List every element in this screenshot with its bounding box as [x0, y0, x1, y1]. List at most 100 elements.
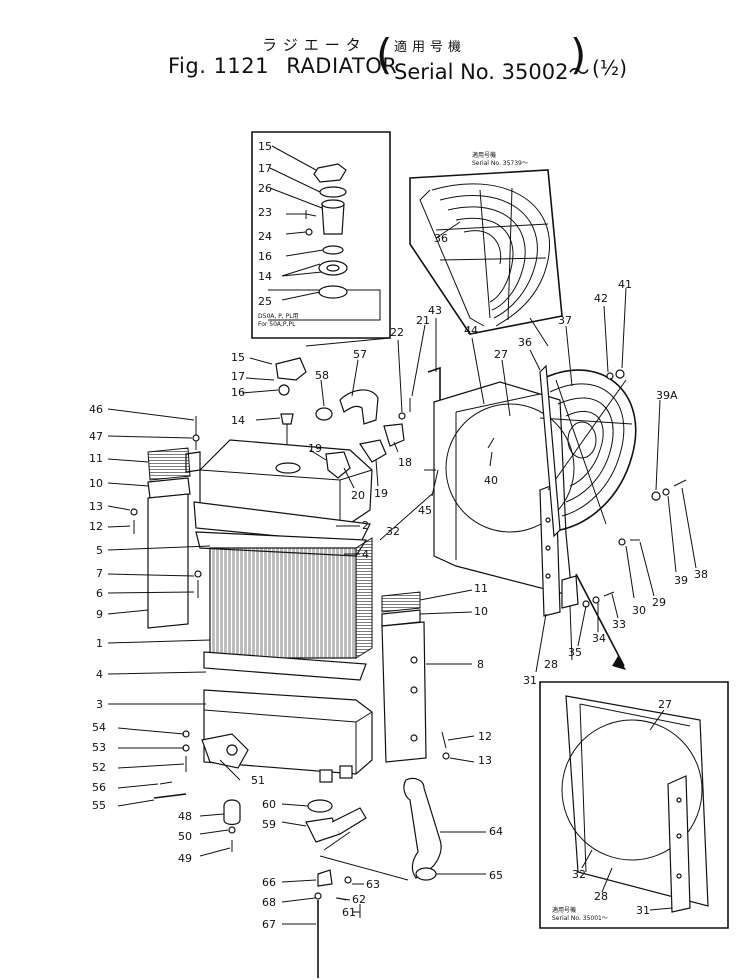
callout-6: 6: [96, 587, 103, 600]
fan-guard-outer-ring: [539, 369, 637, 531]
lower-tank-edges: [203, 709, 373, 774]
callout-26-inset: 26: [258, 182, 272, 195]
shroud-leaders: [379, 318, 511, 541]
callout-27: 27: [494, 348, 508, 361]
radiator-core: [203, 537, 373, 681]
shroud-inset-leaders: [581, 709, 673, 911]
shroud-inset-hole-2: [676, 833, 682, 839]
cap-inset-pointer: [305, 337, 391, 347]
callout-44: 44: [464, 324, 478, 337]
bracket-19-left: [325, 451, 351, 479]
fan-guard-ring-2: [549, 383, 625, 517]
mount-hardware-leaders: [117, 727, 241, 857]
callout-16-inset: 16: [258, 250, 272, 263]
bolt-38: [673, 479, 687, 487]
bolt-40: [487, 437, 495, 449]
washer-42: [606, 372, 614, 380]
callout-60: 60: [262, 798, 276, 811]
cap-leaders: [241, 357, 281, 421]
mount-hardware: 54 53 52 56 55 51 48 50 49: [92, 721, 265, 865]
outlet-flange: [383, 423, 405, 447]
cap-inset-note-line2: For 50A,P,PL: [258, 321, 296, 328]
nut-41: [615, 369, 625, 379]
shroud-inset-opening: [561, 719, 703, 861]
shroud-bracket-hole-1: [545, 517, 551, 523]
upper-hose: [339, 389, 379, 425]
callout-31-inset: 31: [636, 904, 650, 917]
callout-53: 53: [92, 741, 106, 754]
washer-13: [130, 508, 138, 516]
shroud-inset-hole-3: [676, 873, 682, 879]
bolt-55: [153, 793, 187, 799]
upper-hose-leaders: [309, 324, 426, 489]
serial-range: Serial No. 35002～: [394, 60, 590, 84]
figure-name: RADIATOR: [286, 54, 398, 78]
callout-23-inset: 23: [258, 206, 272, 219]
cap-inset-leaders: [269, 145, 324, 301]
callout-13: 13: [89, 500, 103, 513]
callout-4-lower: 4: [96, 668, 103, 681]
callout-42: 42: [594, 292, 608, 305]
fan-guard-ring-4: [565, 410, 604, 487]
callout-32: 32: [386, 525, 400, 538]
callout-37: 37: [558, 314, 572, 327]
right-side-parts: 11 10 8 12 13: [381, 582, 492, 767]
shroud-detail-inset: 27 32 28 31 適用号機 Serial No. 35001～: [539, 681, 729, 929]
right-side-plate: [381, 621, 427, 763]
callout-1: 1: [96, 637, 103, 650]
washer-50: [228, 826, 236, 834]
open-paren-glyph: (: [376, 30, 393, 79]
callout-49: 49: [178, 852, 192, 865]
callout-36-inset: 36: [434, 232, 448, 245]
fan-guard-mount: [539, 364, 561, 538]
callout-10: 10: [89, 477, 103, 490]
callout-8: 8: [477, 658, 484, 671]
callout-16: 16: [231, 386, 245, 399]
callout-41: 41: [618, 278, 632, 291]
callout-7: 7: [96, 567, 103, 580]
callout-30: 30: [632, 604, 646, 617]
lower-tank-foot-right: [319, 769, 333, 783]
callout-11: 11: [89, 452, 103, 465]
fan-guard: 36 37 42 41 39A 39 38: [518, 278, 708, 587]
right-side-leaders: [419, 589, 475, 763]
shroud-inset-note: Serial No. 35001～: [552, 915, 608, 922]
shroud-inset-note-jp: 適用号機: [552, 906, 576, 914]
cap-inset-ring: [322, 245, 344, 255]
lower-hose-group: 60 59 64 65 66 63 68 62 61 67: [262, 777, 503, 978]
hose-clamp: [315, 407, 333, 421]
left-side-plate: [147, 493, 189, 629]
washer-22: [398, 412, 406, 420]
callout-40: 40: [484, 474, 498, 487]
lower-gasket: [203, 651, 367, 681]
callout-15: 15: [231, 351, 245, 364]
callout-20: 20: [351, 489, 365, 502]
washer-68: [314, 892, 322, 900]
fan-guard-inset: 適用号機 Serial No. 35739～ 36: [409, 151, 563, 347]
callout-67: 67: [262, 918, 276, 931]
fan-guard-leaders: [529, 287, 697, 573]
callout-32-inset: 32: [572, 868, 586, 881]
callout-56: 56: [92, 781, 106, 794]
callout-54: 54: [92, 721, 106, 734]
washer-7: [194, 570, 202, 578]
bracket-28: [561, 575, 579, 609]
callout-11-right: 11: [474, 582, 488, 595]
callout-17-inset: 17: [258, 162, 272, 175]
shroud-bracket-hole-2: [545, 545, 551, 551]
callout-43: 43: [428, 304, 442, 317]
guard-inset-ring-3: [447, 206, 526, 311]
callout-3: 3: [96, 698, 103, 711]
callout-45: 45: [418, 504, 432, 517]
shroud-opening: [445, 403, 575, 533]
hose-end-65: [415, 867, 437, 881]
callout-50: 50: [178, 830, 192, 843]
detail-arrowhead: [612, 656, 626, 670]
cap-inset-radiator-cap: [313, 163, 347, 183]
washer-30: [618, 538, 626, 546]
callout-14: 14: [231, 414, 245, 427]
shroud-inset-hole-1: [676, 797, 682, 803]
nut-63: [344, 876, 352, 884]
washer-13-right: [442, 752, 450, 760]
callout-14-inset: 14: [258, 270, 272, 283]
